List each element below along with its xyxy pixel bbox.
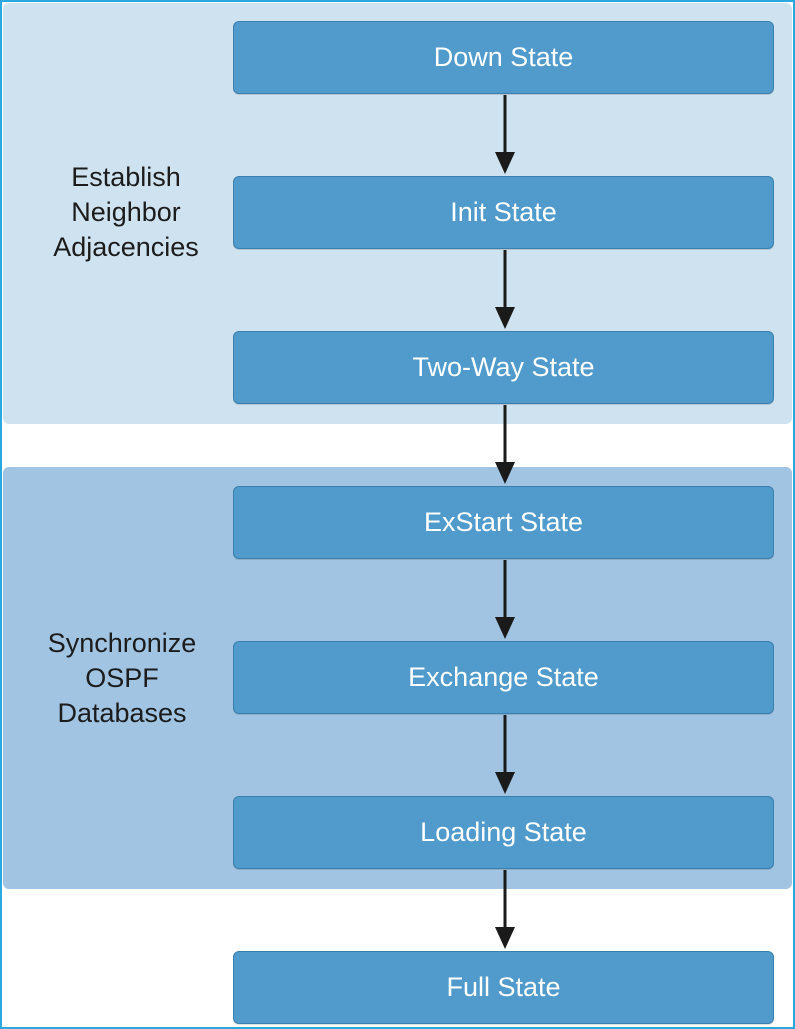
state-two-way: Two-Way State [233,331,774,404]
phase-label-line: Synchronize [47,628,197,658]
phase-label-line: Databases [57,698,187,728]
state-exchange: Exchange State [233,641,774,714]
state-loading: Loading State [233,796,774,869]
state-full: Full State [233,951,774,1024]
state-init: Init State [233,176,774,249]
phase-label-establish-neighbor-adjacencies: Establish Neighbor Adjacencies [21,160,231,265]
state-exstart: ExStart State [233,486,774,559]
phase-label-line: Establish [71,162,181,192]
phase-label-line: OSPF [85,663,159,693]
state-down: Down State [233,21,774,94]
phase-label-line: Adjacencies [53,232,199,262]
phase-label-synchronize-ospf-databases: Synchronize OSPF Databases [17,626,227,731]
phase-label-line: Neighbor [71,197,181,227]
